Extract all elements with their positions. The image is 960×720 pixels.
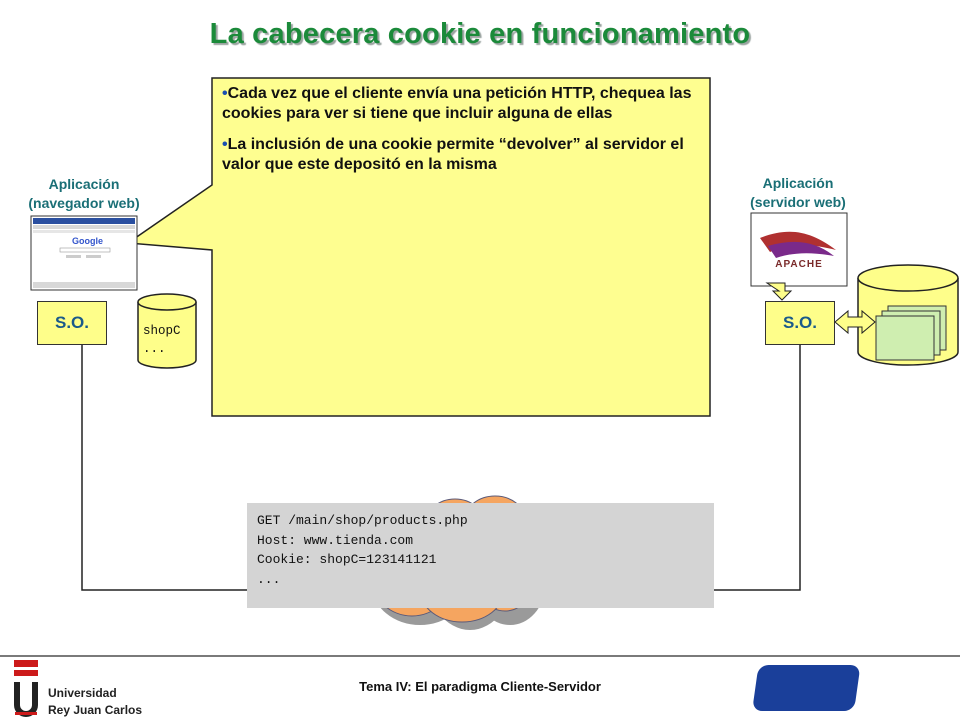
callout-bullet: •Cada vez que el cliente envía una petic… <box>222 85 692 122</box>
browser-screenshot-icon: Google <box>30 215 138 291</box>
svg-text:Google: Google <box>72 236 103 246</box>
server-os-box: S.O. <box>765 301 835 345</box>
cookie-file-label: shopC ... <box>143 322 181 358</box>
gsyc-logo-icon: GSyC <box>753 665 942 711</box>
gsyc-logo-text: GSyC <box>859 674 942 707</box>
client-app-label-line1: Aplicación <box>48 176 120 192</box>
cookie-storage-cylinder <box>137 293 197 369</box>
server-app-label-line2: (servidor web) <box>750 194 846 210</box>
app-os-connector <box>765 282 793 301</box>
client-app-label: Aplicación (navegador web) <box>14 175 154 213</box>
server-app-label-line1: Aplicación <box>762 175 834 191</box>
footer-divider <box>0 655 960 657</box>
callout-bubble <box>125 77 711 417</box>
cookie-file-line: shopC <box>143 324 181 338</box>
apache-logo-text: APACHE <box>775 259 822 270</box>
callout-bullet: •La inclusión de una cookie permite “dev… <box>222 136 684 173</box>
client-app-label-line2: (navegador web) <box>28 195 140 211</box>
http-request-line: Cookie: shopC=123141121 <box>257 552 437 567</box>
http-request-line: GET /main/shop/products.php <box>257 513 468 528</box>
urjc-logo-line2: Rey Juan Carlos <box>48 703 142 717</box>
callout-text: •Cada vez que el cliente envía una petic… <box>212 78 710 416</box>
footer-text: Tema IV: El paradigma Cliente-Servidor <box>359 679 601 694</box>
http-request-box: GET /main/shop/products.php Host: www.ti… <box>247 503 714 608</box>
server-app-label: Aplicación (servidor web) <box>728 174 868 212</box>
cookie-file-line: ... <box>143 342 166 356</box>
http-request-line: ... <box>257 571 281 587</box>
server-files-icon <box>875 305 947 361</box>
client-os-box: S.O. <box>37 301 107 345</box>
slide-title: La cabecera cookie en funcionamiento <box>209 18 751 50</box>
urjc-logo-line1: Universidad <box>48 686 117 700</box>
apache-logo-icon: APACHE <box>750 212 848 287</box>
os-disk-double-arrow <box>834 309 876 335</box>
urjc-logo-icon <box>14 660 38 717</box>
http-request-line: Host: www.tienda.com <box>257 532 414 548</box>
